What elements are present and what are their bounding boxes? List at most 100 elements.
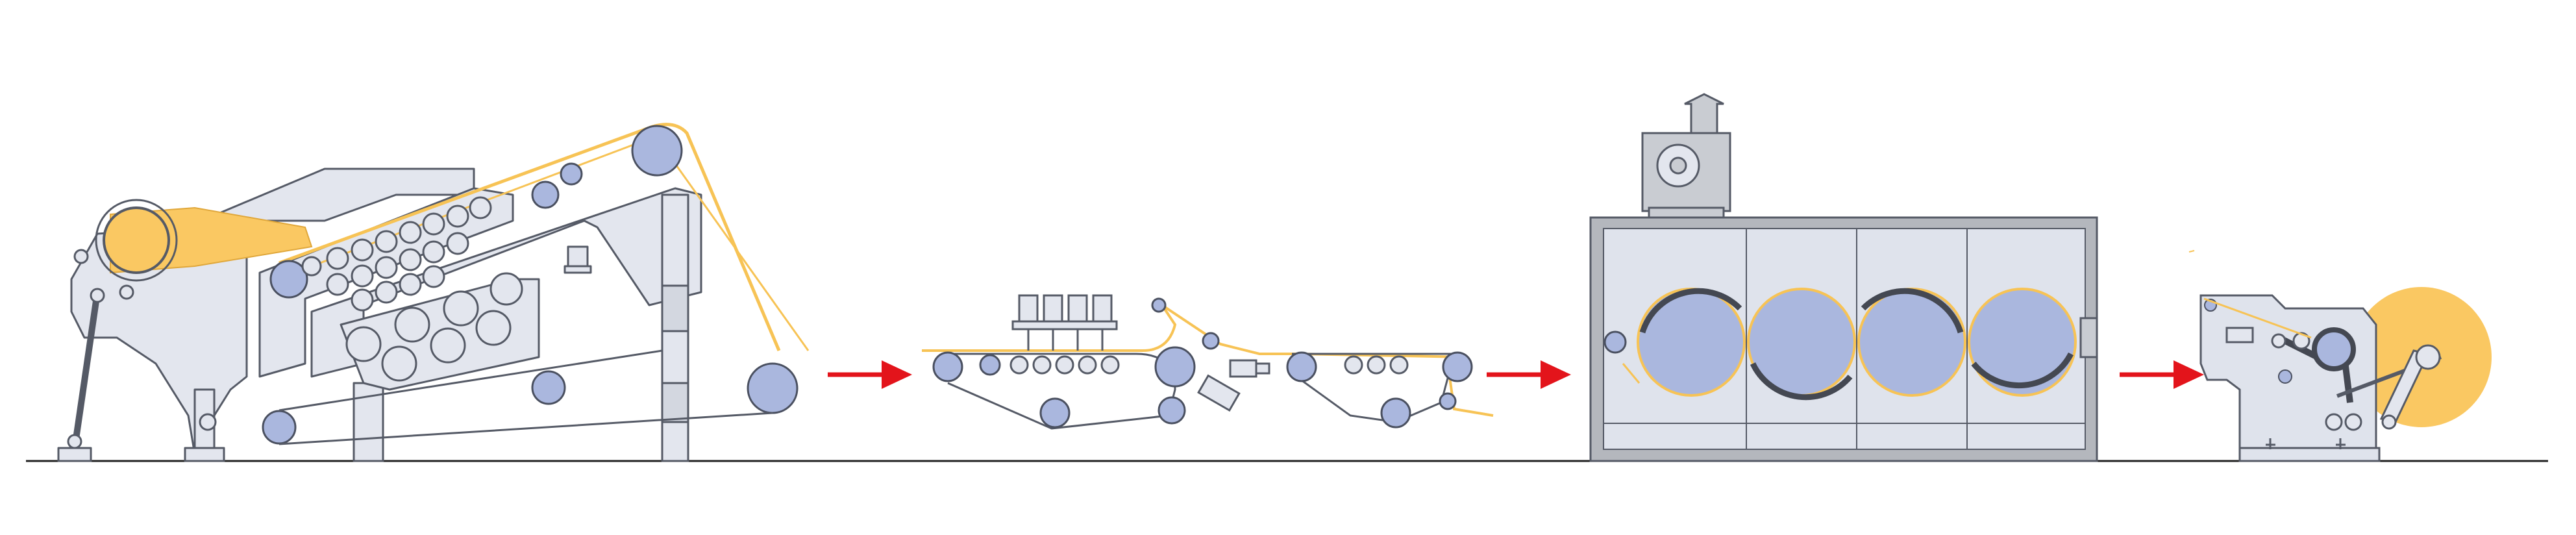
roller — [531, 180, 560, 209]
roller — [1286, 351, 1317, 382]
dryer-fan-hub — [1669, 156, 1687, 175]
roller — [375, 280, 398, 304]
roller — [932, 351, 963, 382]
roller — [1100, 355, 1120, 375]
carding-machine-icon — [57, 168, 702, 462]
roller — [1039, 397, 1071, 429]
winder-icon — [2188, 250, 2492, 462]
dryer-vent-cap — [1684, 93, 1724, 134]
carding-foot-wheel — [67, 434, 82, 449]
dryer-drum — [1857, 288, 1966, 397]
carding-column-panel — [661, 284, 689, 332]
dryer-drum — [1968, 288, 2077, 397]
arrow-right-icon — [1487, 360, 1571, 389]
dryer-web-in — [1622, 363, 1641, 384]
roller — [375, 256, 398, 279]
roller — [1009, 355, 1029, 375]
carding-right-frame — [310, 187, 702, 378]
roller — [345, 326, 382, 362]
roller — [351, 238, 374, 262]
roller — [399, 221, 422, 244]
dryer-inlet-roller — [1604, 330, 1627, 354]
dryer-shroud — [1971, 352, 2074, 389]
dryer-shroud — [1750, 362, 1853, 401]
winder-base-mark — [2336, 438, 2346, 449]
carding-piston-joint — [90, 288, 105, 303]
arrow-right-icon — [2120, 360, 2204, 389]
roller — [2325, 413, 2343, 431]
spray-head — [1043, 294, 1063, 323]
carding-lower-belt — [279, 349, 773, 445]
roller — [1202, 332, 1220, 350]
roller — [531, 370, 566, 405]
carding-joint — [119, 284, 134, 300]
bonding-small-rollers — [1009, 355, 1409, 375]
roller — [1151, 297, 1167, 313]
roller — [430, 327, 466, 364]
roller — [446, 205, 469, 228]
roller — [262, 410, 297, 445]
winder-motor — [2225, 327, 2254, 343]
roller — [301, 256, 322, 277]
roller — [326, 273, 349, 296]
dryer-fan-base — [1648, 206, 1725, 219]
spray-heads — [1011, 294, 1118, 351]
winder-drum — [2312, 327, 2356, 371]
roller — [399, 273, 422, 296]
roller — [489, 272, 523, 306]
roller — [394, 306, 430, 343]
roller — [399, 248, 422, 271]
roller — [269, 260, 308, 299]
nozzle — [1197, 374, 1241, 412]
carding-leg-foot — [184, 447, 225, 462]
roller — [326, 247, 349, 270]
roller — [351, 288, 374, 312]
carding-bracket — [564, 265, 592, 274]
roller — [381, 345, 417, 382]
roller — [469, 196, 492, 219]
roller — [351, 264, 374, 288]
winder-small-roller — [2278, 369, 2292, 384]
drum-dryer-icon — [1589, 93, 2098, 462]
roller — [1344, 355, 1363, 375]
dryer-shroud — [1639, 288, 1742, 334]
roller — [475, 310, 512, 346]
roller — [1032, 355, 1052, 375]
roller — [747, 362, 799, 414]
bonding-rollers — [932, 297, 1473, 429]
dryer-shroud — [1861, 288, 1964, 334]
winder-core — [2415, 344, 2441, 370]
roller — [422, 240, 445, 264]
roller — [631, 125, 683, 177]
roller — [560, 162, 583, 186]
roller — [1442, 351, 1473, 382]
roller — [1154, 346, 1196, 388]
carding-main-drum — [103, 206, 170, 274]
roller — [1380, 397, 1411, 429]
dryer-drum — [1637, 288, 1746, 397]
roller — [422, 212, 445, 236]
roller — [2344, 413, 2362, 431]
winder-base-mark — [2266, 438, 2275, 449]
winder-base — [2238, 447, 2381, 462]
roller — [2381, 414, 2397, 430]
carding-leg-foot — [57, 447, 92, 462]
roller — [1389, 355, 1409, 375]
nozzle — [1229, 359, 1257, 378]
spray-bar — [1011, 320, 1118, 330]
spray-head — [1067, 294, 1088, 323]
dryer-drums — [1637, 288, 2077, 401]
roller — [1367, 355, 1386, 375]
dryer-outlet-box — [2079, 317, 2098, 358]
winder-web — [2203, 297, 2312, 339]
bonding-web — [922, 304, 1468, 358]
arrow-right-icon — [828, 360, 912, 389]
carding-bracket — [567, 245, 589, 268]
carding-foot-wheel — [199, 413, 217, 431]
spray-head — [1092, 294, 1113, 323]
carding-column-panel — [661, 382, 689, 423]
carding-main-drum-ring — [95, 199, 178, 282]
roller — [446, 232, 469, 255]
